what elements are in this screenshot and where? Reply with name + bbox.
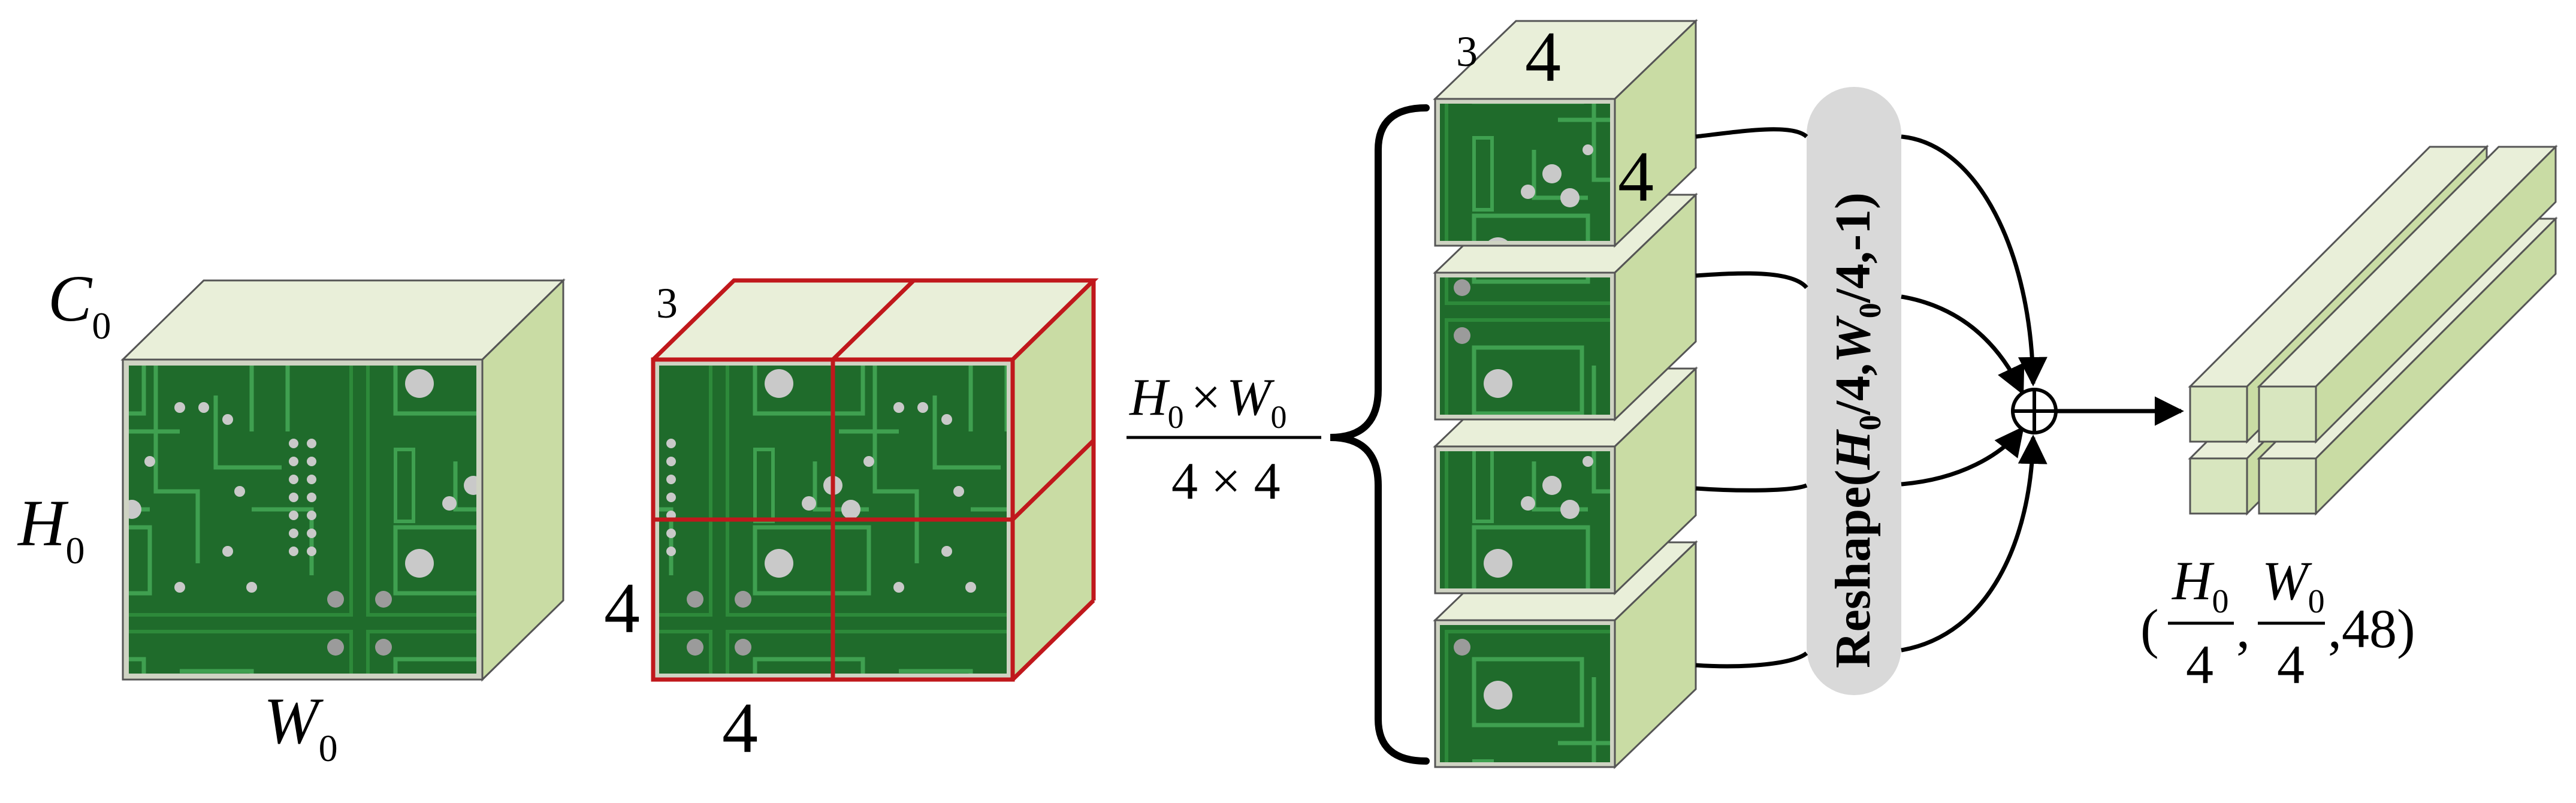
curve-3 [1695, 483, 1808, 493]
output-comma-1: , [2236, 598, 2250, 659]
output-tail: ,48) [2328, 598, 2415, 659]
curve-2 [1695, 271, 1808, 289]
patch-block-pcb [1440, 277, 1610, 415]
patch-grid-cube [651, 278, 1099, 682]
reshape-label: Reshape(H0/4,W0/4,-1) [1825, 192, 1888, 668]
patch-height-label: 4 [604, 568, 640, 648]
output-prisms [2188, 144, 2558, 516]
curly-brace [1330, 104, 1430, 765]
sum-operator [2011, 388, 2058, 434]
output-h-numerator: H0 [2172, 550, 2228, 620]
output-prism-front [2258, 457, 2317, 515]
patch-width-label: 4 [722, 688, 758, 768]
width-label: W0 [264, 684, 338, 769]
output-h-denominator: 4 [2186, 634, 2213, 695]
curve-1-out [1901, 134, 2047, 387]
curve-1 [1695, 127, 1808, 139]
patch-block-pcb [1440, 451, 1610, 588]
output-open-paren: ( [2140, 598, 2159, 659]
patch-block-pcb [1440, 625, 1610, 762]
fraction-denominator: 4 × 4 [1171, 452, 1281, 511]
output-w-denominator: 4 [2277, 634, 2305, 695]
curve-4-out [1901, 434, 2047, 653]
patch-depth-label: 3 [656, 279, 678, 327]
input-cube [120, 278, 566, 682]
channel-label: C0 [48, 262, 111, 347]
output-prism-front [2189, 457, 2248, 515]
patch-count-fraction: H0×W0 4 × 4 [1127, 369, 1321, 511]
reshape-pill [1807, 87, 1901, 695]
red-patch-grid [651, 278, 1099, 682]
stack-height-label: 4 [1618, 137, 1654, 216]
curve-4 [1695, 651, 1808, 669]
curve-2-out [1901, 294, 2025, 396]
connector-curves [1695, 127, 2047, 669]
patch-block-1 [1433, 19, 1698, 248]
output-prism-front [2258, 385, 2317, 443]
stack-width-label: 4 [1525, 17, 1561, 96]
curve-3-out [1901, 426, 2025, 487]
output-shape-label: ( H0 4 , W0 4 ,48) [2140, 550, 2415, 695]
output-w-numerator: W0 [2262, 550, 2325, 620]
fraction-numerator: H0×W0 [1129, 369, 1287, 435]
patch-block-pcb [1440, 104, 1610, 241]
output-prism-front [2189, 385, 2248, 443]
height-label: H0 [17, 487, 84, 572]
output-prism-4 [2257, 144, 2558, 444]
input-pcb-image [129, 366, 476, 674]
stack-depth-label: 3 [1456, 28, 1478, 76]
patch-stack [1433, 19, 1698, 769]
